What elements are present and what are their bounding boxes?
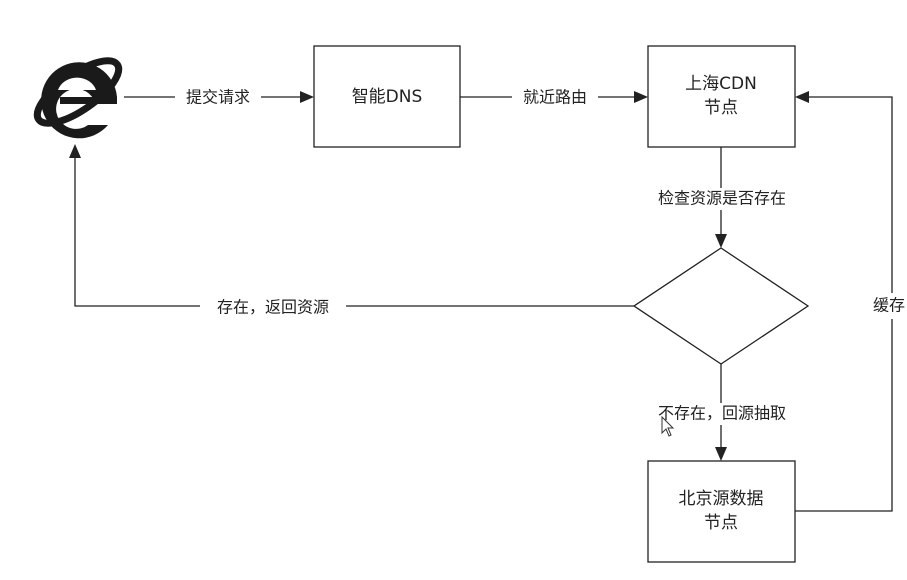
node-shanghai-cdn: 上海CDN 节点	[647, 45, 796, 148]
node-label-beijing-line1: 北京源数据	[679, 489, 764, 509]
node-beijing-origin: 北京源数据 节点	[647, 460, 796, 563]
edge-label-submit: 提交请求	[186, 88, 250, 107]
edge-label-nearest: 就近路由	[523, 88, 587, 107]
node-smart-dns: 智能DNS	[313, 45, 461, 148]
node-label-dns: 智能DNS	[352, 87, 423, 107]
edge-not-exists-fetch: 不存在，回源抽取	[643, 364, 801, 461]
mouse-cursor-icon	[661, 415, 675, 437]
edge-label-not-exists: 不存在，回源抽取	[658, 404, 786, 423]
decision-diamond	[632, 247, 810, 365]
node-label-shanghai-line2: 节点	[704, 98, 738, 118]
edge-label-exists: 存在，返回资源	[217, 298, 329, 317]
edge-nearest-route: 就近路由	[460, 86, 648, 108]
edge-submit-request: 提交请求	[124, 86, 314, 108]
edge-label-cache: 缓存	[873, 296, 905, 315]
edge-exists-return: 存在，返回资源	[69, 144, 634, 318]
internet-explorer-icon	[33, 57, 123, 139]
edge-check-resource: 检查资源是否存在	[643, 147, 801, 248]
node-label-shanghai-line1: 上海CDN	[685, 74, 757, 94]
node-label-beijing-line2: 节点	[704, 513, 738, 533]
edge-label-check: 检查资源是否存在	[658, 189, 786, 208]
edge-cache: 缓存	[795, 91, 907, 512]
